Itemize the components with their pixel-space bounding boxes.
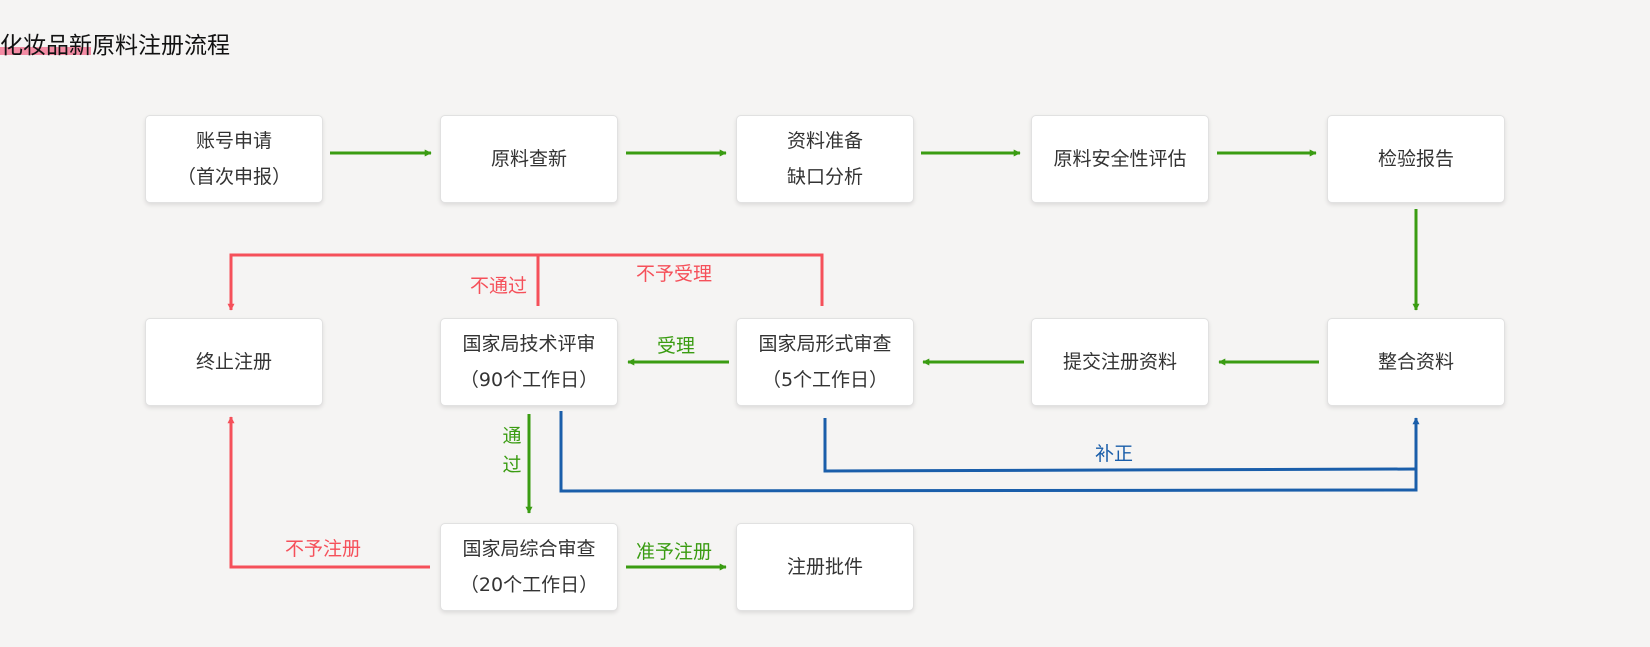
- node-comprehensive-review: 国家局综合审查 （20个工作日）: [440, 523, 618, 611]
- node-approval-line1: 注册批件: [786, 556, 863, 578]
- node-account-apply-line2: （首次申报）: [176, 166, 291, 188]
- node-inspection-report: 检验报告: [1327, 115, 1505, 203]
- node-submit-materials: 提交注册资料: [1031, 318, 1209, 406]
- node-terminate-line1: 终止注册: [195, 351, 272, 373]
- node-safety-eval-line1: 原料安全性评估: [1053, 148, 1187, 170]
- label-supplement: 补正: [1095, 443, 1134, 465]
- node-material-search: 原料查新: [440, 115, 618, 203]
- label-registered: 准予注册: [636, 541, 713, 563]
- node-organize-materials: 整合资料: [1327, 318, 1505, 406]
- label-not-accepted: 不予受理: [636, 263, 713, 285]
- node-safety-eval: 原料安全性评估: [1031, 115, 1209, 203]
- line-formal-not-accepted: [538, 253, 824, 306]
- arrow-tech-supplement: [559, 411, 1420, 493]
- label-accepted: 受理: [657, 335, 696, 357]
- node-terminate: 终止注册: [145, 318, 323, 406]
- node-tech-review-line2: （90个工作日）: [459, 369, 599, 391]
- node-formal-review-line2: （5个工作日）: [761, 369, 889, 391]
- node-tech-review: 国家局技术评审 （90个工作日）: [440, 318, 618, 406]
- node-account-apply-line1: 账号申请: [195, 130, 272, 152]
- title-highlight: [0, 47, 91, 55]
- node-comprehensive-review-line2: （20个工作日）: [459, 574, 599, 596]
- page-title: 化妆品新原料注册流程: [0, 33, 230, 59]
- label-not-registered: 不予注册: [285, 538, 362, 560]
- label-passed: 通过: [502, 425, 522, 476]
- node-material-search-line1: 原料查新: [490, 148, 567, 170]
- node-formal-review: 国家局形式审查 （5个工作日）: [736, 318, 914, 406]
- node-organize-materials-line1: 整合资料: [1377, 351, 1454, 373]
- node-data-prep-line1: 资料准备: [786, 130, 863, 152]
- label-not-passed: 不通过: [470, 275, 528, 297]
- line-formal-supplement: [823, 418, 1417, 473]
- node-approval: 注册批件: [736, 523, 914, 611]
- arrow-comprehensive-not-registered: [227, 416, 430, 569]
- arrow-tech-not-passed: [227, 253, 540, 311]
- node-tech-review-line1: 国家局技术评审: [462, 333, 596, 355]
- node-formal-review-line1: 国家局形式审查: [758, 333, 892, 355]
- node-data-prep-line2: 缺口分析: [786, 166, 863, 188]
- node-submit-materials-line1: 提交注册资料: [1062, 351, 1177, 373]
- node-data-prep: 资料准备 缺口分析: [736, 115, 914, 203]
- node-comprehensive-review-line1: 国家局综合审查: [462, 538, 596, 560]
- node-account-apply: 账号申请 （首次申报）: [145, 115, 323, 203]
- node-inspection-report-line1: 检验报告: [1377, 148, 1454, 170]
